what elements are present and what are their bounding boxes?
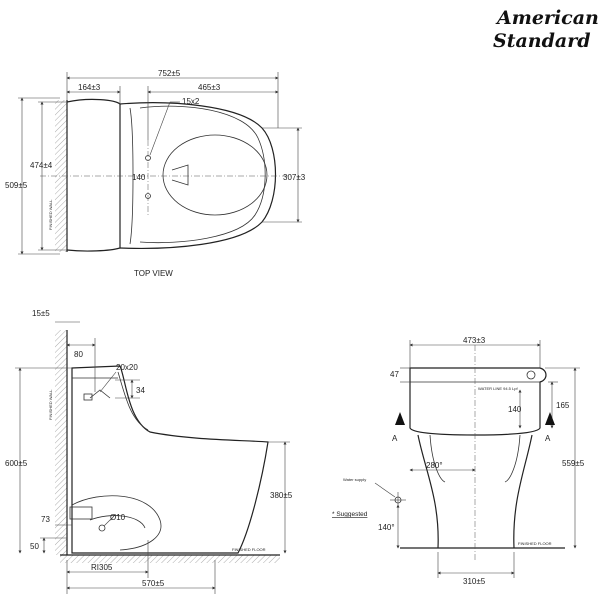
dim-rim-height: 380±5 [270,491,293,500]
top-fix-hole-2 [145,193,151,199]
side-wall-label: FINISHED WALL [48,389,53,420]
top-hinge-line [129,107,134,245]
dim-bowl-width: 307±3 [283,173,306,182]
dim-supply-height-front: 140° [378,523,395,532]
side-view: FINISHED WALL FINISHED FLOOR 15±5 80 20x… [5,309,293,594]
dim-supply-height: 50 [30,542,39,551]
section-label-left: A [392,434,398,443]
side-body-outline [71,365,269,554]
side-seat-curve [117,371,149,431]
side-floor-label: FINISHED FLOOR [232,547,266,552]
wall-hatch [55,100,67,252]
dim-inner-height: 140 [508,405,522,414]
top-view-caption: TOP VIEW [134,269,173,278]
dim-supply-offset: 73 [41,515,50,524]
dim-back-offset: 164±3 [78,83,101,92]
side-valve [89,389,111,399]
dim-tank-width: 473±3 [463,336,486,345]
side-supply-hole [98,524,106,532]
side-supply-valve [69,506,93,520]
top-seat-outline [139,105,266,244]
section-arrow-right [545,412,555,425]
front-suggested-label: * Suggested [332,511,368,518]
dim-total-height: 600±5 [5,459,28,468]
section-label-right: A [545,434,551,443]
side-wall-hatch [55,330,67,555]
brand-line2: Standard [493,30,591,52]
front-tank-outline [409,367,547,436]
dim-front-length: 465±3 [198,83,221,92]
top-view: FINISHED WALL 752±5 164±3 465±3 15x2 [5,69,306,278]
top-fix-hole-1 [145,155,151,161]
front-water-line: WATER LINE 94.5 Lpf [478,386,518,391]
dim-total-depth: 509±5 [5,181,28,190]
front-button [526,370,536,380]
dim-tank-height: 165 [556,401,570,410]
top-bowl-opening [162,134,268,216]
dim-seat-height: 559±5 [562,459,585,468]
top-tank-outline [66,98,121,252]
dim-base-width: 310±5 [463,577,486,586]
front-floor-label: FINISHED FLOOR [518,541,552,546]
leader-hole [149,101,171,156]
front-water-supply-label: Water supply [343,477,366,482]
brand-line1: American [495,7,599,29]
dim-hole: 15x2 [182,97,200,106]
dim-center: 140 [132,173,146,182]
dim-overall-length: 752±5 [158,69,181,78]
dim-base-length: 570±5 [142,579,165,588]
side-valve-box [83,393,93,401]
top-wall-label: FINISHED WALL [48,199,53,230]
dim-lid-height: 47 [390,370,399,379]
side-trapway [71,495,162,551]
dim-tank-depth: 474±4 [30,161,53,170]
dim-rough-in: RI305 [91,563,113,572]
dim-wall-gap: 15±5 [32,309,50,318]
front-pedestal-outline [417,434,533,549]
dim-angle: 280° [426,461,443,470]
top-bowl-outline [119,102,276,249]
dim-valve-height: 34 [136,386,145,395]
dim-valve-size: 20x20 [116,363,138,372]
section-arrow-left [395,412,405,425]
top-outlet [171,164,189,186]
front-view: FINISHED FLOOR WATER LINE 94.5 Lpf 473±3… [332,336,585,586]
dim-supply-dia: Ø10 [110,513,126,522]
brand-logo: American Standard [493,7,599,52]
side-floor-hatch [60,555,280,563]
dim-valve-offset: 80 [74,350,83,359]
